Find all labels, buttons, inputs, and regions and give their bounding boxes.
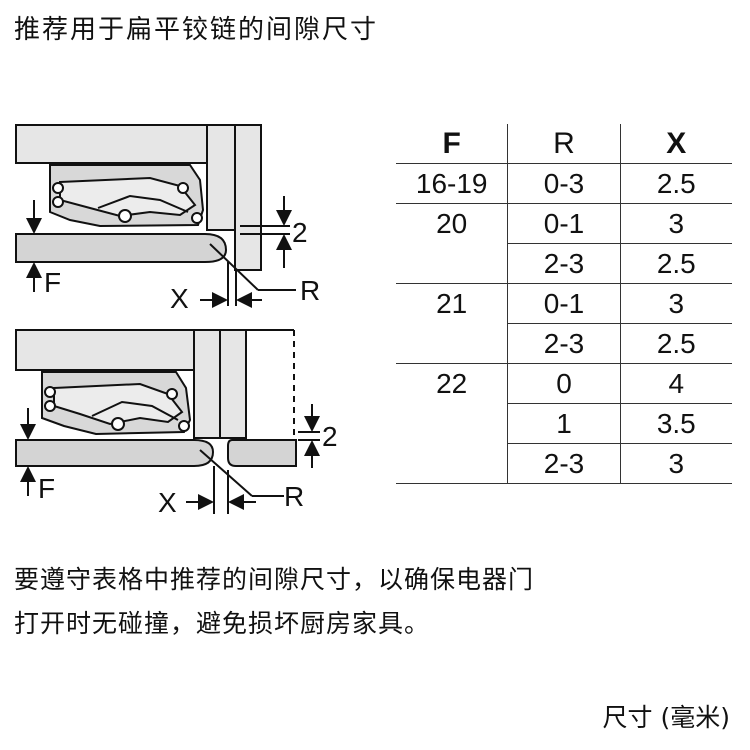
label-gap-top: 2 — [292, 217, 308, 248]
side-panel-bottom — [193, 329, 221, 439]
adjacent-panel-bottom — [227, 439, 297, 467]
table-row: 1 3.5 — [396, 403, 732, 444]
cell-f: 22 — [396, 363, 508, 484]
cell-x: 3 — [620, 283, 732, 324]
table-row: 21 0-1 3 — [396, 283, 732, 364]
table-row: 16-19 0-3 2.5 — [396, 163, 732, 204]
units-label: 尺寸 (毫米) — [602, 703, 730, 732]
label-r-bottom: R — [284, 481, 304, 512]
cell-x: 2.5 — [620, 323, 732, 364]
header-f: F — [396, 124, 508, 164]
cell-f: 16-19 — [396, 163, 508, 204]
furniture-door-bottom — [219, 329, 247, 439]
header-x: X — [620, 124, 732, 164]
cell-x: 3.5 — [620, 403, 732, 444]
cell-x: 3 — [620, 203, 732, 244]
cell-x: 2.5 — [620, 163, 732, 204]
cell-r: 1 — [507, 403, 621, 444]
label-r-top: R — [300, 275, 320, 306]
furniture-door-top — [234, 124, 262, 271]
cell-x: 2.5 — [620, 243, 732, 284]
gap-dimensions-table: F R X 16-19 0-3 2.5 20 0-1 3 2-3 2.5 21 … — [396, 124, 732, 484]
cell-f: 20 — [396, 203, 508, 284]
table-row: 20 0-1 3 — [396, 203, 732, 284]
cell-r: 0-1 — [507, 283, 621, 324]
note-line-2: 打开时无碰撞，避免损坏厨房家具。 — [14, 609, 431, 638]
cell-r: 2-3 — [507, 323, 621, 364]
label-x-top: X — [170, 283, 189, 314]
label-gap-bottom: 2 — [322, 421, 338, 452]
label-x-bottom: X — [158, 487, 177, 518]
cabinet-panel-top — [15, 124, 213, 164]
cell-r: 0-3 — [507, 163, 621, 204]
hinge-diagram-top — [15, 124, 296, 308]
instruction-note: 要遵守表格中推荐的间隙尺寸，以确保电器门 打开时无碰撞，避免损坏厨房家具。 — [14, 558, 534, 646]
header-r: R — [507, 124, 621, 164]
table-row: 22 0 4 — [396, 363, 732, 484]
table-row: 2-3 3 — [396, 443, 732, 484]
hinge-diagram-bottom — [15, 329, 320, 514]
appliance-door-bottom — [15, 439, 215, 467]
cell-r: 2-3 — [507, 243, 621, 284]
cell-x: 4 — [620, 363, 732, 404]
cell-r: 0-1 — [507, 203, 621, 244]
page-title: 推荐用于扁平铰链的间隙尺寸 — [14, 15, 379, 45]
table-row: 2-3 2.5 — [396, 323, 732, 364]
cell-x: 3 — [620, 443, 732, 484]
label-f-bottom: F — [38, 473, 55, 504]
cell-r: 2-3 — [507, 443, 621, 484]
appliance-door-top — [15, 233, 228, 263]
cell-f: 21 — [396, 283, 508, 364]
cabinet-panel-bottom — [15, 329, 197, 371]
table-row: 2-3 2.5 — [396, 243, 732, 284]
note-line-1: 要遵守表格中推荐的间隙尺寸，以确保电器门 — [14, 565, 535, 594]
side-panel-top — [206, 124, 236, 231]
table-header-row: F R X — [396, 124, 732, 164]
hinge-gap-diagram: F 2 X R F — [15, 124, 338, 518]
label-f-top: F — [44, 267, 61, 298]
cell-r: 0 — [507, 363, 621, 404]
